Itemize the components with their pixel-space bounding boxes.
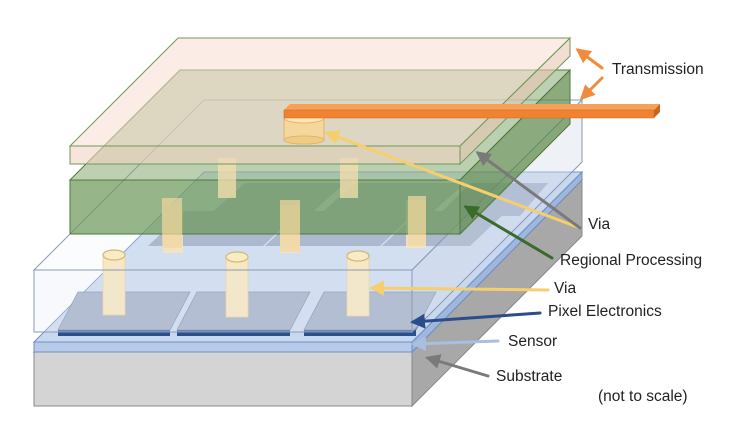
pixel-electronics-arrow	[410, 311, 542, 329]
via-arrow-lower	[369, 280, 550, 296]
regional-processing-label: Regional Processing	[560, 252, 703, 269]
mid-vias	[162, 158, 426, 252]
transmission-arrow-lower	[579, 76, 604, 101]
via-arrow-upper-2	[475, 151, 582, 230]
via-lower-label: Via	[554, 280, 577, 297]
substrate-label: Substrate	[496, 368, 563, 385]
pixel-electronics-label: Pixel Electronics	[548, 303, 662, 320]
via-arrow-upper	[324, 130, 582, 230]
annotation-arrows	[324, 48, 604, 378]
transmission-label: Transmission	[612, 61, 704, 78]
transmission-layer	[68, 36, 572, 166]
substrate-arrow	[425, 354, 490, 378]
regional-processing-arrow	[463, 205, 554, 260]
sensor-arrow	[411, 336, 500, 352]
transmission-bar	[283, 104, 660, 119]
via-upper-label: Via	[588, 216, 611, 233]
scale-note: (not to scale)	[598, 388, 688, 405]
sensor-label: Sensor	[508, 333, 558, 350]
transmission-arrow-upper	[575, 48, 604, 70]
